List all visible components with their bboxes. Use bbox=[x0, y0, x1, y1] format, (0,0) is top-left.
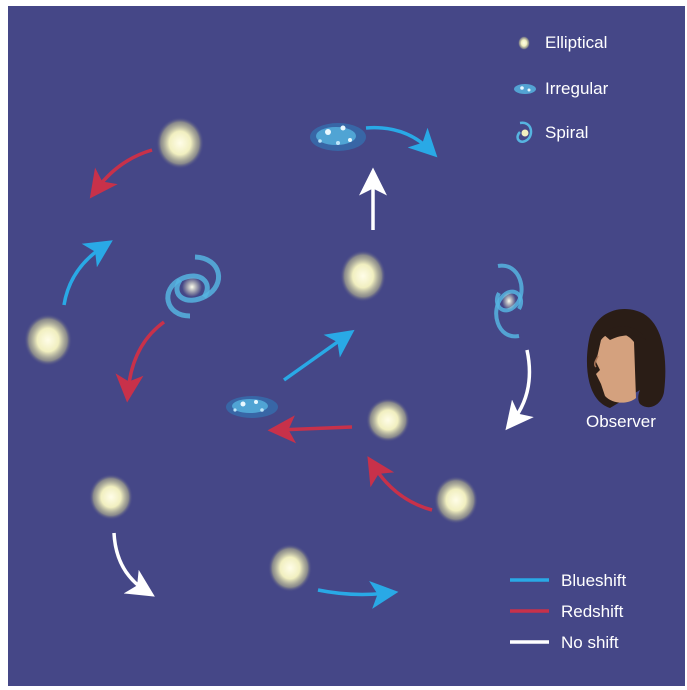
no-shift-arrow bbox=[505, 349, 534, 431]
legend-elliptical-label: Elliptical bbox=[545, 33, 608, 52]
legend-spiral-icon bbox=[516, 121, 533, 143]
blueshift-arrow bbox=[282, 329, 355, 382]
legend-redshift-label: Redshift bbox=[561, 602, 624, 621]
observer-label: Observer bbox=[586, 412, 656, 431]
redshift-arrow bbox=[367, 456, 433, 512]
redshift-arrow bbox=[115, 320, 166, 403]
legend-no-shift-label: No shift bbox=[561, 633, 619, 652]
elliptical-galaxy bbox=[366, 398, 410, 442]
legend-spiral-label: Spiral bbox=[545, 123, 589, 142]
irregular-galaxy bbox=[226, 396, 278, 418]
elliptical-galaxy bbox=[89, 474, 133, 520]
legend-blueshift-label: Blueshift bbox=[561, 571, 627, 590]
elliptical-galaxy bbox=[340, 250, 386, 302]
irregular-galaxy bbox=[310, 123, 366, 151]
blueshift-arrow bbox=[62, 240, 113, 306]
observer-figure bbox=[586, 308, 666, 408]
blueshift-arrow bbox=[317, 581, 399, 609]
elliptical-galaxy bbox=[156, 117, 204, 169]
redshift-arrow bbox=[89, 148, 153, 199]
redshift-arrow bbox=[267, 415, 353, 444]
no-shift-arrow bbox=[112, 532, 155, 597]
elliptical-galaxy bbox=[434, 476, 478, 524]
spiral-galaxy bbox=[494, 263, 524, 339]
blueshift-arrow bbox=[365, 125, 438, 158]
legend-irregular-icon bbox=[514, 84, 536, 94]
spiral-galaxy bbox=[165, 254, 222, 319]
legend-irregular-label: Irregular bbox=[545, 79, 609, 98]
elliptical-galaxy bbox=[268, 544, 312, 592]
legend-elliptical-icon bbox=[518, 36, 530, 50]
elliptical-galaxy bbox=[24, 314, 72, 366]
